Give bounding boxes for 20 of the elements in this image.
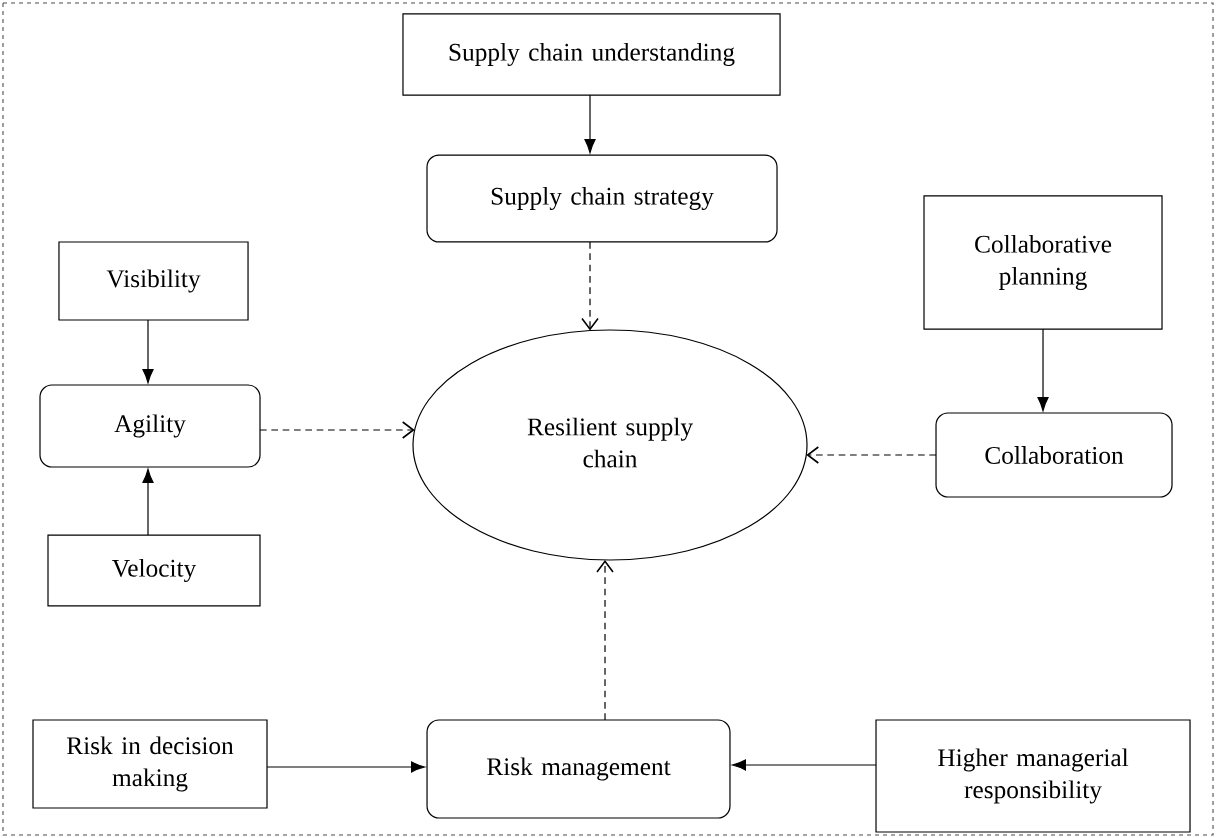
rounded-box: Supply chain strategy [426,154,778,243]
arrow [142,468,154,536]
concept-box: Higher managerial responsibility [875,719,1191,833]
concept-box: Risk in decision making [32,719,268,809]
arrow [596,560,614,721]
arrow [731,759,877,771]
rounded-box: Agility [39,384,261,468]
arrow [581,241,599,331]
rounded-box: Collaboration [935,412,1173,498]
concept-box: Collaborative planning [923,195,1163,330]
concept-box: Supply chain understanding [402,13,781,96]
arrow [266,761,426,773]
arrow [259,421,415,439]
concept-box: Visibility [58,241,249,321]
arrow [142,319,154,384]
arrow [1037,328,1049,412]
arrow [584,94,596,154]
concept-box: Velocity [47,534,261,607]
rounded-box: Risk management [426,719,731,819]
arrow [806,446,937,464]
